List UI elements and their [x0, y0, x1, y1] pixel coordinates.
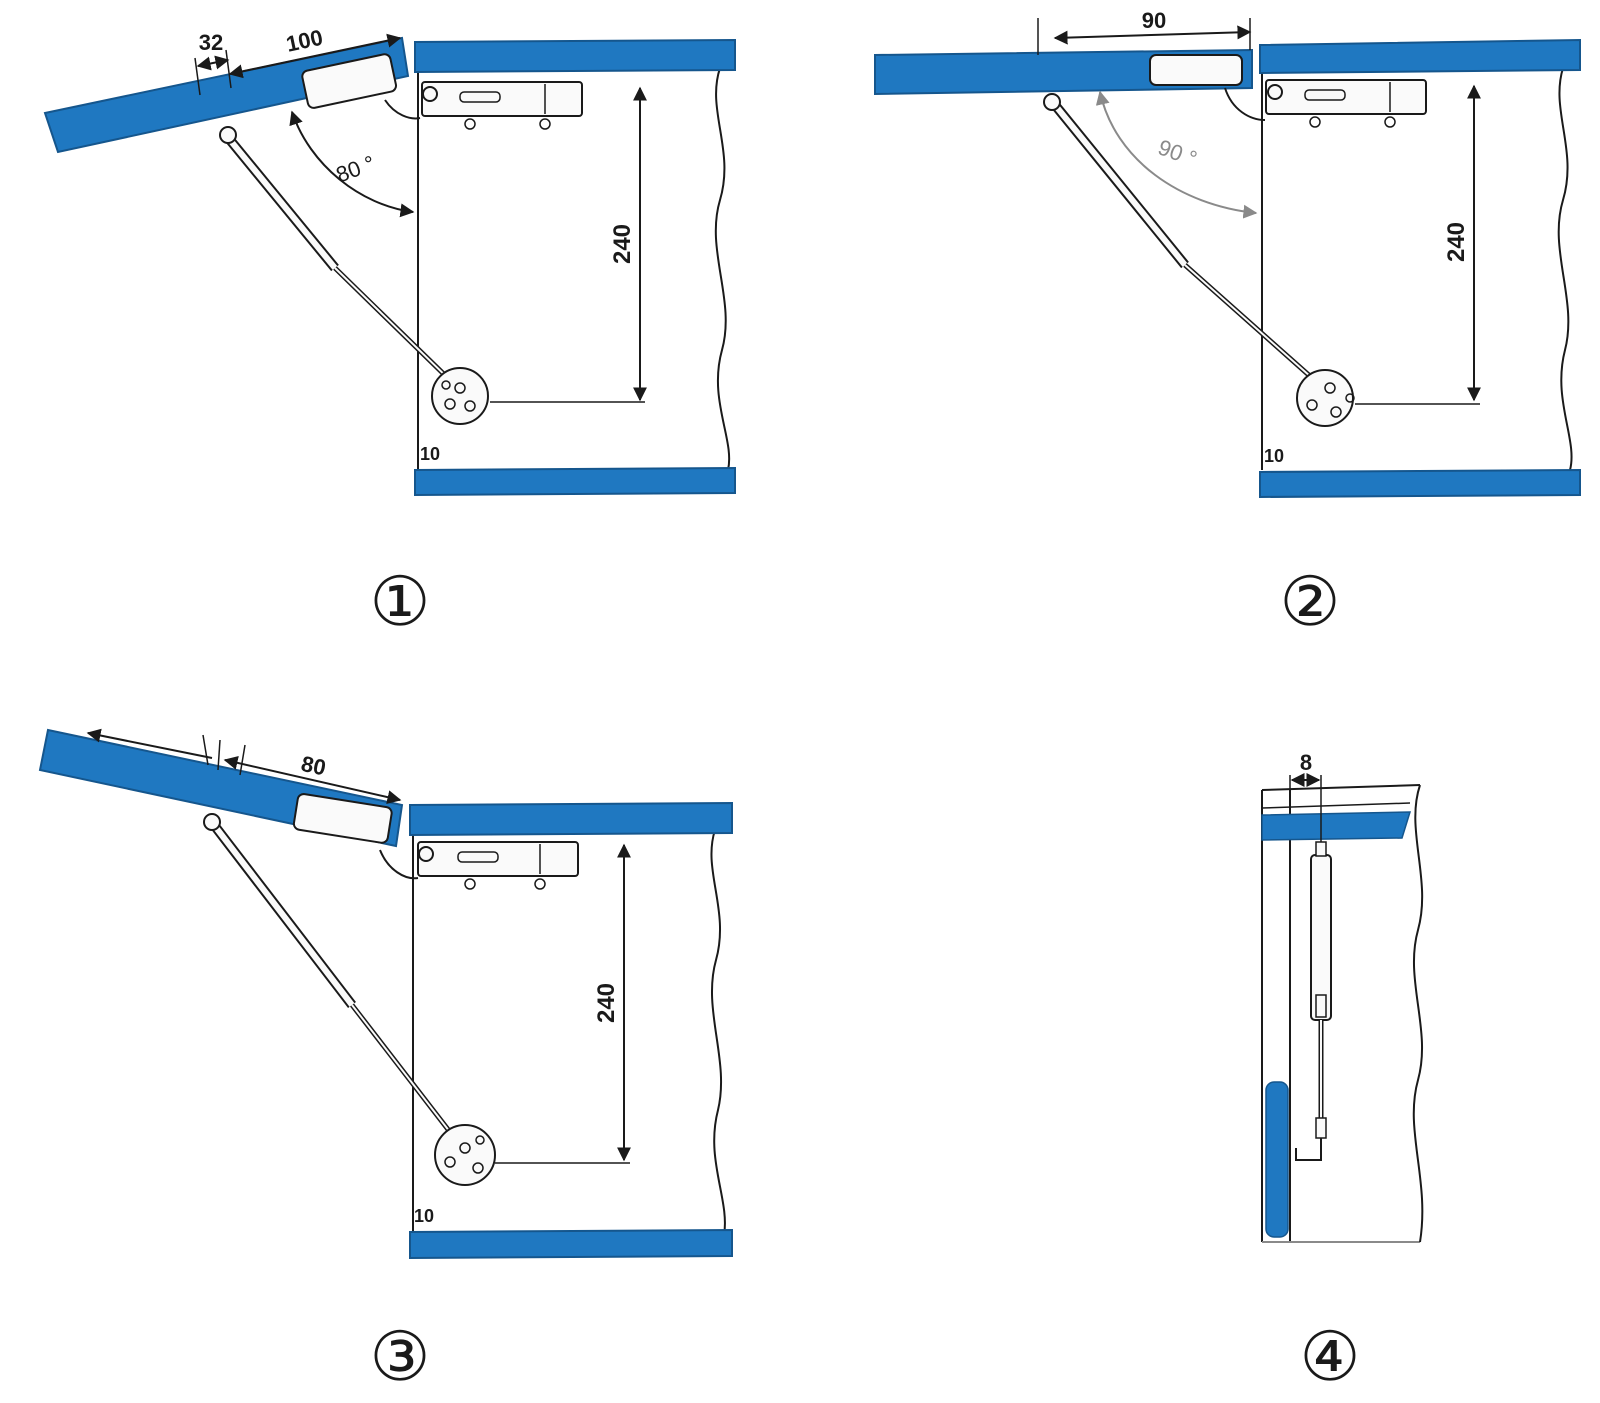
- figure-1: 240 80 ° 32 100 10 ①: [43, 25, 736, 640]
- cabinet-bottom-panel: [1259, 468, 1581, 499]
- cabinet-bottom-panel: [409, 1228, 733, 1260]
- angle-label: 90 °: [1155, 134, 1201, 171]
- gas-strut-rod-inner: [227, 138, 338, 270]
- top-panel-section: [1261, 811, 1412, 841]
- strut-top-pivot: [219, 126, 237, 144]
- cabinet-top-panel: [409, 801, 733, 837]
- strut-top-pivot: [1043, 93, 1061, 111]
- top-frame-line: [1261, 784, 1421, 791]
- strut-top-cap: [1315, 841, 1327, 857]
- gas-strut-rod-inner: [211, 823, 355, 1007]
- height-label: 240: [593, 983, 620, 1023]
- figure-2: 240 90 ° 90 10 ②: [874, 8, 1581, 640]
- overall-length-dimension-line: [86, 728, 213, 759]
- gap-label: 10: [420, 444, 440, 464]
- strut-collar: [1315, 994, 1327, 1018]
- strut-bracket: [1295, 1138, 1322, 1161]
- height-label: 240: [1443, 222, 1470, 262]
- length-label: 80: [299, 751, 328, 781]
- offset-dimension-line: [196, 55, 230, 71]
- strut-end: [1315, 1117, 1327, 1139]
- figure-number: ①: [370, 564, 431, 640]
- length-label: 90: [1142, 8, 1166, 33]
- cabinet-top-panel: [1259, 38, 1581, 75]
- hinge-mounting-plate: [417, 841, 579, 890]
- hinge-mounting-plate: [421, 81, 583, 130]
- offset-extension-left: [194, 57, 201, 96]
- top-frame-line-2: [1261, 802, 1411, 809]
- hinge-arm: [1224, 87, 1266, 121]
- figure-4: 8 ④: [1261, 750, 1424, 1395]
- gas-strut-piston-inner: [1184, 264, 1321, 386]
- cabinet-top-panel: [414, 38, 736, 74]
- gap-label: 10: [1264, 446, 1284, 466]
- strut-mounting-disc: [434, 1124, 496, 1186]
- hinge-arm: [384, 99, 421, 120]
- length-dimension-line: [1053, 25, 1252, 45]
- strut-mounting-disc: [431, 367, 489, 425]
- strut-mounting-disc: [1296, 369, 1355, 427]
- angle-label: 80 °: [333, 150, 379, 187]
- length-dimension-line: [223, 755, 402, 805]
- gap-label: 10: [414, 1206, 434, 1226]
- height-label: 240: [609, 224, 636, 264]
- figure-number: ③: [370, 1319, 431, 1395]
- hinge-mounting-plate: [1265, 79, 1427, 128]
- hinge-arm: [379, 849, 419, 880]
- gas-strut-rod-inner: [1052, 103, 1188, 267]
- gas-strut-piston-inner: [334, 267, 456, 386]
- cabinet-bottom-panel: [414, 466, 736, 497]
- cabinet-break-edge: [1557, 67, 1573, 471]
- side-break-edge: [1412, 784, 1424, 1243]
- gas-strut-piston-inner: [351, 1004, 461, 1146]
- door-edge-section: [1265, 1081, 1289, 1238]
- angle-arc: [1095, 90, 1258, 219]
- figure-3: 240 80 10 ③: [38, 728, 733, 1395]
- cabinet-break-edge: [710, 829, 726, 1236]
- length-extension-left: [202, 734, 209, 766]
- angle-arc: [289, 110, 415, 218]
- strut-top-pivot: [203, 813, 221, 831]
- hinge-cup: [1149, 54, 1243, 86]
- figure-number: ②: [1280, 564, 1341, 640]
- figure-number: ④: [1300, 1319, 1361, 1395]
- offset-label: 32: [199, 30, 223, 55]
- length-tick: [217, 739, 221, 771]
- length-dimension-line: [228, 33, 402, 79]
- width-label: 8: [1300, 750, 1312, 775]
- cabinet-break-edge: [714, 67, 731, 471]
- length-label: 100: [284, 25, 325, 57]
